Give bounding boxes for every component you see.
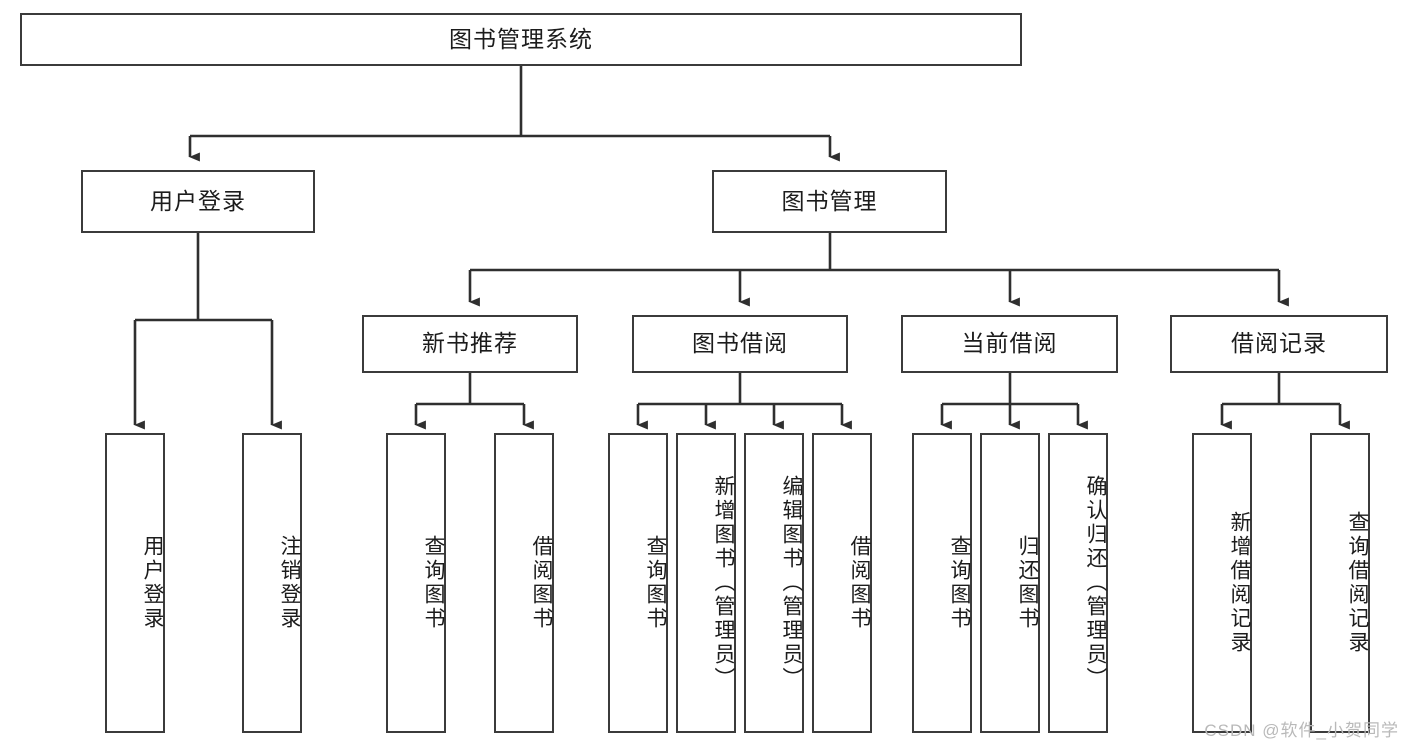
node-root-label: 图书管理系统 — [449, 25, 593, 52]
node-current-borrow-label: 当前借阅 — [961, 330, 1058, 357]
leaf-add-book[interactable]: 新增图书（管理员） — [676, 433, 736, 733]
leaf-borrow-book-2[interactable]: 借阅图书 — [812, 433, 872, 733]
node-new-book-recommend-label: 新书推荐 — [422, 330, 518, 357]
leaf-logout-login-label: 注销登录 — [278, 535, 301, 631]
leaf-query-book-1-label: 查询图书 — [422, 535, 445, 631]
node-book-borrow-label: 图书借阅 — [692, 330, 788, 357]
leaf-user-login[interactable]: 用户登录 — [105, 433, 165, 733]
leaf-return-book-label: 归还图书 — [1016, 535, 1039, 631]
node-new-book-recommend[interactable]: 新书推荐 — [362, 315, 578, 373]
leaf-query-book-3-label: 查询图书 — [948, 535, 971, 631]
leaf-confirm-return[interactable]: 确认归还（管理员） — [1048, 433, 1108, 733]
node-current-borrow[interactable]: 当前借阅 — [901, 315, 1118, 373]
leaf-add-book-label: 新增图书（管理员） — [712, 475, 735, 691]
leaf-add-record-label: 新增借阅记录 — [1228, 511, 1251, 655]
leaf-query-book-1[interactable]: 查询图书 — [386, 433, 446, 733]
node-user-login[interactable]: 用户登录 — [81, 170, 315, 233]
leaf-query-record-label: 查询借阅记录 — [1346, 511, 1369, 655]
node-user-login-label: 用户登录 — [150, 187, 246, 214]
leaf-borrow-book-1[interactable]: 借阅图书 — [494, 433, 554, 733]
leaf-add-record[interactable]: 新增借阅记录 — [1192, 433, 1252, 733]
node-root[interactable]: 图书管理系统 — [20, 13, 1022, 66]
leaf-borrow-book-1-label: 借阅图书 — [530, 535, 553, 631]
leaf-return-book[interactable]: 归还图书 — [980, 433, 1040, 733]
leaf-edit-book-label: 编辑图书（管理员） — [780, 475, 803, 691]
node-book-management[interactable]: 图书管理 — [712, 170, 947, 233]
leaf-query-book-3[interactable]: 查询图书 — [912, 433, 972, 733]
leaf-query-record[interactable]: 查询借阅记录 — [1310, 433, 1370, 733]
leaf-query-book-2[interactable]: 查询图书 — [608, 433, 668, 733]
leaf-borrow-book-2-label: 借阅图书 — [848, 535, 871, 631]
leaf-confirm-return-label: 确认归还（管理员） — [1084, 475, 1107, 691]
leaf-query-book-2-label: 查询图书 — [644, 535, 667, 631]
watermark: CSDN @软件_小贺同学 — [1204, 721, 1399, 740]
leaf-logout-login[interactable]: 注销登录 — [242, 433, 302, 733]
node-borrow-record[interactable]: 借阅记录 — [1170, 315, 1388, 373]
node-borrow-record-label: 借阅记录 — [1231, 330, 1327, 357]
leaf-edit-book[interactable]: 编辑图书（管理员） — [744, 433, 804, 733]
node-book-borrow[interactable]: 图书借阅 — [632, 315, 848, 373]
node-book-management-label: 图书管理 — [781, 187, 878, 214]
leaf-user-login-label: 用户登录 — [141, 535, 164, 631]
